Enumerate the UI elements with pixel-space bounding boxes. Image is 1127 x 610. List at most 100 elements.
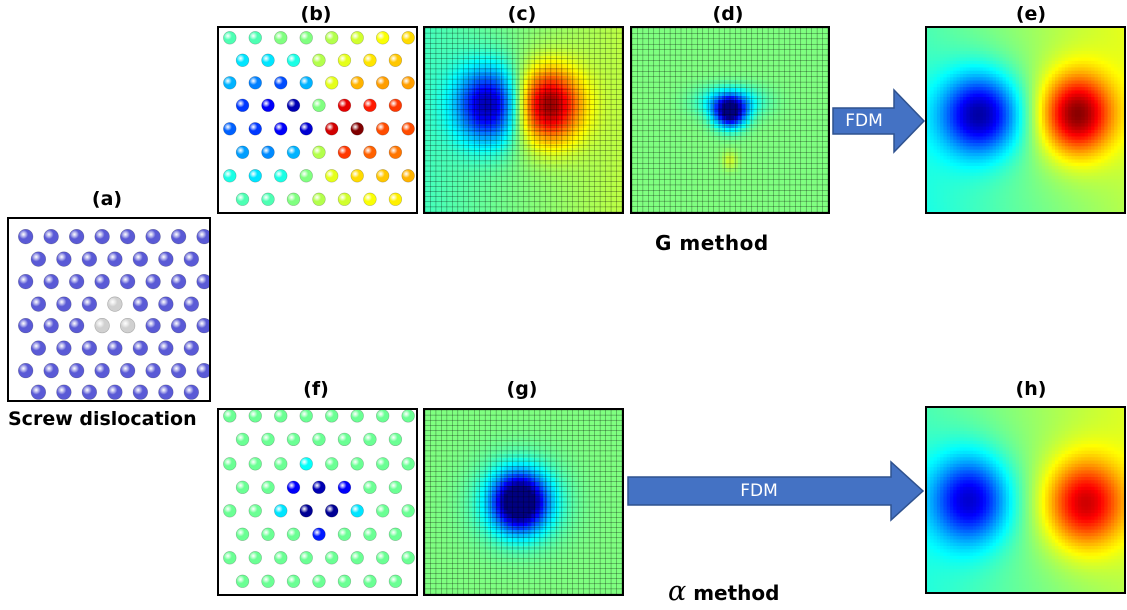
atom xyxy=(286,53,301,67)
atom xyxy=(18,273,34,290)
atom xyxy=(261,574,275,588)
atom xyxy=(286,98,301,112)
atom xyxy=(261,432,275,447)
atom xyxy=(170,318,187,334)
atom xyxy=(248,551,262,565)
atom xyxy=(223,457,237,471)
panel-b-atoms-g xyxy=(217,26,418,214)
atom xyxy=(274,504,288,518)
atom xyxy=(325,76,339,90)
atom xyxy=(119,363,136,379)
atom xyxy=(274,76,288,90)
atom xyxy=(363,480,377,494)
atom xyxy=(376,76,390,90)
atom xyxy=(376,31,390,45)
panel-a-lattice xyxy=(7,217,211,402)
atom xyxy=(312,145,326,159)
atom xyxy=(337,574,352,588)
atom xyxy=(401,31,415,45)
panel-f-label: (f) xyxy=(303,378,329,400)
atom xyxy=(43,363,59,379)
atom xyxy=(18,318,34,334)
panel-h-label: (h) xyxy=(1015,378,1047,400)
atom xyxy=(261,192,275,206)
atom xyxy=(132,251,149,267)
atom xyxy=(312,98,326,112)
atom xyxy=(274,122,288,136)
atom xyxy=(223,504,237,518)
atom xyxy=(261,145,275,159)
atom xyxy=(158,296,174,312)
atom xyxy=(325,31,339,45)
atom xyxy=(274,169,288,183)
atom xyxy=(274,31,288,45)
atom xyxy=(43,228,59,245)
atom xyxy=(312,53,326,67)
atom xyxy=(401,76,415,90)
atom xyxy=(183,340,199,356)
atom xyxy=(145,318,161,334)
atom xyxy=(376,457,390,471)
atom xyxy=(56,251,72,267)
atom xyxy=(312,574,326,588)
atom xyxy=(30,340,47,356)
atom xyxy=(81,340,98,356)
fdm-arrow-top: FDM xyxy=(832,88,926,154)
atom xyxy=(248,504,262,518)
atom xyxy=(183,251,199,267)
atom xyxy=(119,318,136,334)
atom xyxy=(337,98,352,112)
atom xyxy=(158,251,174,267)
atom xyxy=(248,31,262,45)
atom xyxy=(235,432,250,447)
atom xyxy=(401,122,415,136)
atom xyxy=(274,410,288,423)
atom xyxy=(312,192,326,206)
atom xyxy=(119,228,136,245)
atom xyxy=(325,551,339,565)
atom xyxy=(363,432,377,447)
atom xyxy=(261,53,275,67)
panel-b-label: (b) xyxy=(300,3,332,25)
atom xyxy=(119,273,136,290)
atom xyxy=(170,363,187,379)
atom xyxy=(337,432,352,447)
atom xyxy=(94,318,110,334)
atom xyxy=(363,527,377,541)
atom xyxy=(312,480,326,494)
atom xyxy=(196,228,209,245)
atom xyxy=(299,551,313,565)
panel-c-mesh-field xyxy=(423,26,624,214)
panel-g-mesh-field xyxy=(423,408,624,596)
atom xyxy=(107,296,123,312)
atom xyxy=(223,31,237,45)
atom xyxy=(235,192,250,206)
atom xyxy=(248,457,262,471)
atom xyxy=(350,122,364,136)
atom xyxy=(94,273,110,290)
atom xyxy=(248,410,262,423)
atom xyxy=(223,122,237,136)
atom xyxy=(107,384,123,400)
atom xyxy=(388,53,403,67)
atom xyxy=(337,53,352,67)
atom xyxy=(376,122,390,136)
atom xyxy=(18,228,34,245)
atom xyxy=(286,480,301,494)
atom xyxy=(158,384,174,400)
panel-d-label: (d) xyxy=(712,3,744,25)
atom xyxy=(235,480,250,494)
atom xyxy=(325,457,339,471)
atom xyxy=(325,410,339,423)
panel-e-label: (e) xyxy=(1015,3,1047,25)
atom xyxy=(325,169,339,183)
atom xyxy=(69,318,85,334)
atom xyxy=(376,551,390,565)
atom xyxy=(350,76,364,90)
atom xyxy=(196,273,209,290)
atom xyxy=(363,98,377,112)
atom xyxy=(286,527,301,541)
atom xyxy=(312,432,326,447)
atom xyxy=(196,363,209,379)
atom xyxy=(376,169,390,183)
